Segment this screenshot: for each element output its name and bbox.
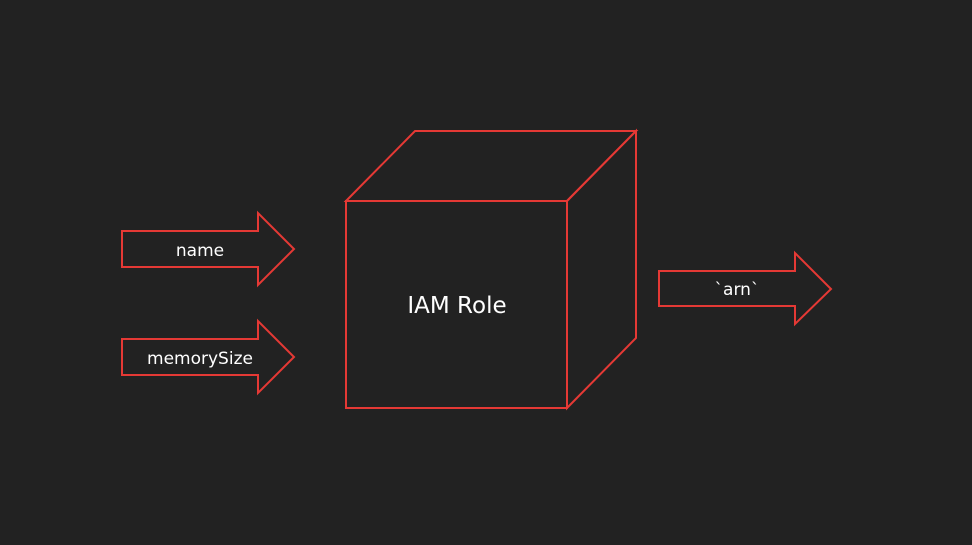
- output-arrow-arn: `arn`: [658, 250, 833, 327]
- iam-role-cube: IAM Role: [343, 128, 639, 411]
- input-label-memorysize: memorySize: [147, 349, 253, 369]
- output-arrow-arn-shape: [658, 250, 833, 327]
- input-label-name: name: [176, 241, 224, 261]
- cube-front-face: [345, 200, 568, 409]
- cube-right-face: [566, 128, 637, 411]
- input-arrow-memorysize-shape: [121, 318, 296, 396]
- output-label-arn: `arn`: [715, 280, 760, 300]
- input-arrow-name-shape: [121, 210, 296, 288]
- input-arrow-name: name: [121, 210, 296, 288]
- input-arrow-memorysize: memorySize: [121, 318, 296, 396]
- cube-top-face: [343, 130, 639, 202]
- cube-label: IAM Role: [407, 293, 506, 319]
